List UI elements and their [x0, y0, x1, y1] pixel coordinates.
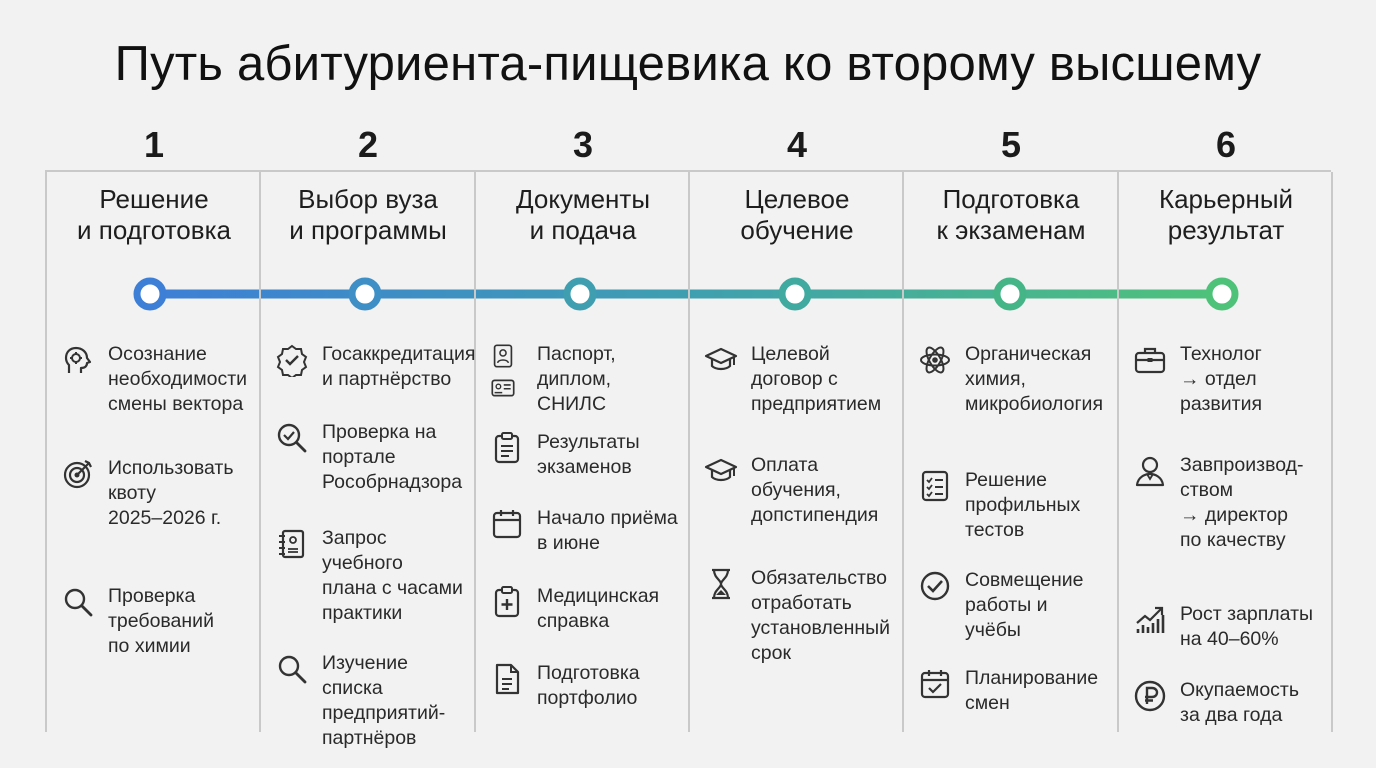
step-heading: Документы и подача — [515, 184, 651, 245]
medical-clipboard-icon — [490, 585, 524, 619]
person-icon — [1133, 454, 1167, 488]
step-item-text: Медицинская справка — [537, 585, 660, 632]
check-circle-icon — [918, 569, 952, 603]
atom-icon — [918, 343, 952, 377]
column-divider — [902, 172, 904, 732]
step-heading: Выбор вуза и программы — [289, 184, 447, 245]
checklist-icon — [918, 469, 952, 503]
step-item-text: Технолог → отдел развития — [1180, 343, 1263, 415]
step-heading: Карьерный результат — [1158, 184, 1294, 245]
step-item-text: Органическая химия, микробиология — [965, 343, 1104, 415]
step-item-text: Проверка требований по химии — [108, 585, 214, 657]
step-item-text: Изучение списка предприятий- партнёров — [322, 652, 446, 749]
search-icon — [61, 585, 95, 619]
head-gear-icon — [61, 343, 95, 377]
ruble-coin-icon — [1133, 679, 1167, 713]
step-item-text: Использовать квоту 2025–2026 г. — [108, 457, 234, 529]
calendar-check-icon — [918, 667, 952, 701]
step-item-text: Целевой договор с предприятием — [751, 343, 882, 415]
page-title: Путь абитуриента-пищевика ко второму выс… — [114, 37, 1262, 91]
notebook-icon — [275, 527, 309, 561]
graduation-cap-icon — [704, 343, 738, 377]
column-divider — [45, 172, 47, 732]
step-number: 5 — [1000, 124, 1022, 165]
step-item-text: Подготовка портфолио — [537, 662, 640, 709]
step-heading: Целевое обучение — [740, 184, 854, 245]
step-item-text: Решение профильных тестов — [965, 469, 1081, 541]
id-card-icon — [491, 379, 515, 397]
step-item-text: Запрос учебного плана с часами практики — [322, 527, 463, 624]
passport-icon — [490, 343, 524, 397]
search-icon — [275, 652, 309, 686]
step-item-text: Планирование смен — [965, 667, 1099, 714]
column-divider — [688, 172, 690, 732]
badge-check-icon — [275, 343, 309, 380]
step-item-text: Начало приёма в июне — [537, 507, 678, 554]
clipboard-icon — [490, 431, 524, 465]
step-heading: Подготовка к экзаменам — [936, 184, 1086, 245]
step-item-text: Окупаемость за два года — [1180, 679, 1300, 726]
step-item-text: Завпроизвод- ством → директор по качеств… — [1180, 454, 1304, 551]
calendar-icon — [490, 507, 524, 541]
step-item-text: Результаты экзаменов — [537, 431, 640, 478]
step-number: 4 — [786, 124, 808, 165]
search-check-icon — [275, 421, 309, 455]
step-heading: Решение и подготовка — [77, 184, 231, 245]
step-item-text: Паспорт, диплом, СНИЛС — [537, 343, 616, 415]
step-number: 3 — [572, 124, 594, 165]
briefcase-icon — [1133, 343, 1167, 377]
target-icon — [61, 457, 95, 491]
step-item-text: Обязательство отработать установленный с… — [751, 567, 891, 664]
step-number: 1 — [143, 124, 165, 165]
step-item-text: Проверка на портале Рособрнадзора — [322, 421, 463, 493]
graduation-cap-icon — [704, 454, 738, 488]
step-number: 6 — [1215, 124, 1237, 165]
step-item-text: Госаккредитация и партнёрство — [322, 343, 476, 390]
step-item-text: Совмещение работы и учёбы — [965, 569, 1084, 641]
step-item-text: Оплата обучения, допстипендия — [751, 454, 879, 526]
column-divider — [1331, 172, 1333, 732]
column-divider — [1117, 172, 1119, 732]
hourglass-icon — [704, 567, 738, 601]
column-divider — [259, 172, 261, 732]
step-number: 2 — [357, 124, 379, 165]
step-item-text: Осознание необходимости смены вектора — [108, 343, 248, 415]
column-divider — [474, 172, 476, 732]
step-item-text: Рост зарплаты на 40–60% — [1180, 603, 1314, 650]
document-icon — [490, 662, 524, 696]
growth-chart-icon — [1133, 603, 1167, 637]
